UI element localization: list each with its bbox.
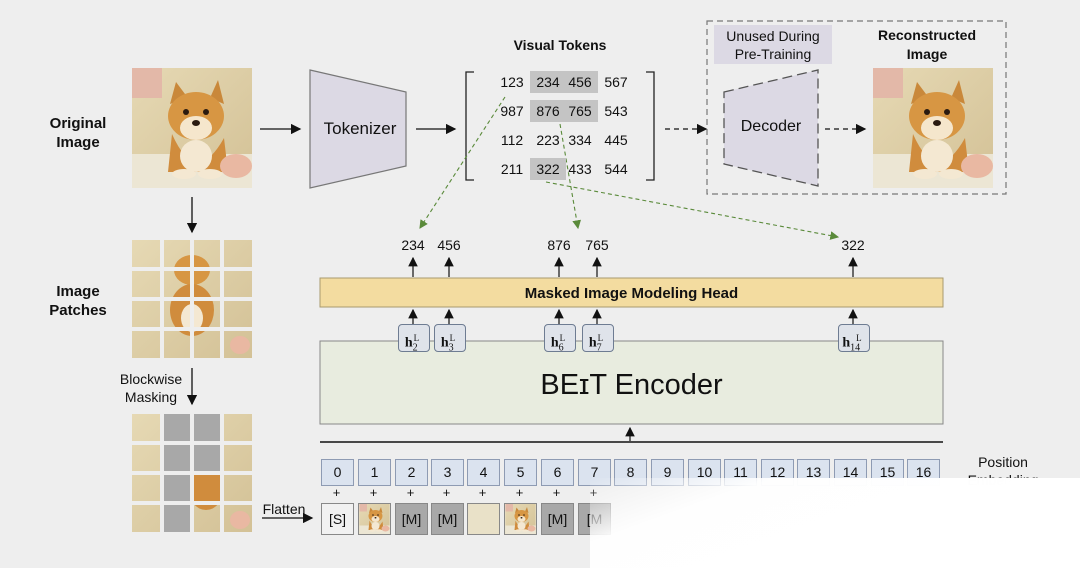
decoder-block — [723, 69, 819, 187]
token-cell: 445 — [604, 132, 628, 148]
token-cell: 322 — [530, 158, 566, 180]
plus-sign: + — [442, 485, 451, 500]
unused-region — [706, 20, 1007, 195]
special-token-embedding: [S] — [321, 503, 354, 535]
token-cell: 456 — [562, 71, 598, 93]
token-cell: 112 — [500, 132, 524, 148]
position-index: 3 — [431, 459, 464, 486]
token-cell: 567 — [604, 74, 628, 90]
predicted-token: 234 — [401, 237, 425, 253]
predicted-token: 456 — [437, 237, 461, 253]
plus-sign: + — [552, 485, 561, 500]
token-bracket-right — [646, 71, 655, 181]
plus-sign: + — [332, 485, 341, 500]
predicted-token: 765 — [585, 237, 609, 253]
image-patches-label: Image Patches — [49, 283, 107, 319]
hidden-state-box: h7L — [582, 324, 614, 353]
predicted-token: 876 — [547, 237, 571, 253]
tokenizer-block — [309, 69, 407, 189]
mask-token-embedding: [M] — [541, 503, 574, 535]
original-image — [132, 68, 252, 188]
head-output-arrows — [408, 256, 858, 277]
unused-label-bg — [714, 25, 832, 64]
hidden-state-box: h6L — [544, 324, 576, 353]
mim-head-label: Masked Image Modeling Head — [524, 285, 739, 302]
tokenizer-label: Tokenizer — [323, 119, 397, 138]
decoder-label: Decoder — [740, 118, 802, 135]
token-cell: 876 — [530, 100, 566, 122]
position-index: 4 — [467, 459, 500, 486]
mask-token-embedding: [M] — [395, 503, 428, 535]
patch-embedding — [358, 503, 391, 535]
token-cell: 544 — [604, 161, 628, 177]
plus-sign: + — [515, 485, 524, 500]
original-image-label: Original Image — [49, 115, 107, 151]
token-cell: 223 — [536, 132, 560, 148]
plus-sign: + — [478, 485, 487, 500]
mim-head-block — [319, 277, 944, 308]
token-cell: 334 — [568, 132, 592, 148]
predicted-token: 322 — [841, 237, 865, 253]
token-cell: 123 — [500, 74, 524, 90]
hidden-state-box: h3L — [434, 324, 466, 353]
unused-during-pretraining-label: Unused During Pre-Training — [726, 28, 820, 62]
token-cell: 234 — [530, 71, 566, 93]
blockwise-masking-label: Blockwise Masking — [119, 371, 183, 405]
token-bracket-left — [465, 71, 474, 181]
reconstructed-image-label: Reconstructed Image — [877, 27, 977, 62]
position-index: 6 — [541, 459, 574, 486]
mask-token-embedding: [M] — [431, 503, 464, 535]
patch-embedding — [467, 503, 500, 535]
prediction-target-arrows — [419, 96, 840, 240]
patch-embedding — [504, 503, 537, 535]
encoder-block — [319, 340, 944, 425]
hidden-state-box: h2L — [398, 324, 430, 353]
flatten-label: Flatten — [262, 501, 306, 517]
plus-sign: + — [406, 485, 415, 500]
masked-patches-grid — [132, 414, 252, 532]
position-index: 2 — [395, 459, 428, 486]
position-index: 1 — [358, 459, 391, 486]
position-index: 5 — [504, 459, 537, 486]
position-index: 0 — [321, 459, 354, 486]
image-patches-grid — [132, 240, 252, 358]
visual-tokens-title: Visual Tokens — [513, 37, 607, 53]
plus-sign: + — [369, 485, 378, 500]
reconstructed-image — [873, 68, 993, 188]
token-cell: 765 — [562, 100, 598, 122]
token-cell: 211 — [500, 161, 524, 177]
hidden-to-head-arrows — [408, 308, 858, 324]
token-cell: 543 — [604, 103, 628, 119]
hidden-state-box: h14L — [838, 324, 870, 353]
token-cell: 987 — [500, 103, 524, 119]
token-cell: 433 — [568, 161, 592, 177]
encoder-label: BEɪT Encoder — [540, 369, 723, 401]
overlay-fade — [590, 478, 1080, 568]
